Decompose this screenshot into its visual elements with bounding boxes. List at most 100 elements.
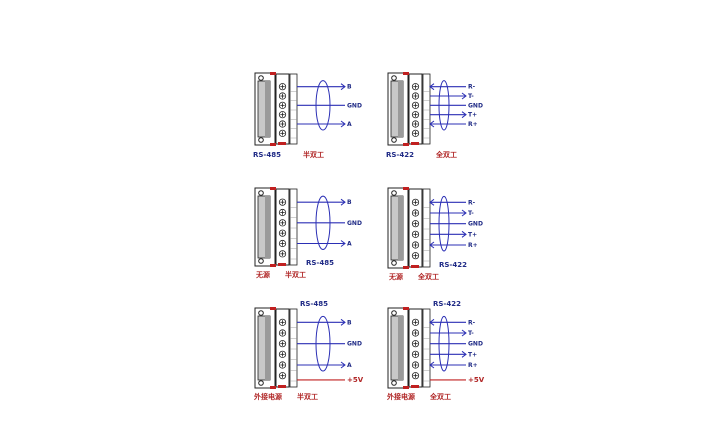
signal-label-gnd: GND [347,220,362,227]
connector-panel-p1: B GND A RS-485 半双工 [253,72,362,159]
red-indicator [403,72,409,75]
red-indicator [270,143,276,146]
red-indicator [278,142,286,145]
wire-arrow [461,350,467,358]
red-indicator [403,143,409,146]
signal-label-gnd: GND [468,102,483,109]
signal-label-b: B [347,84,352,91]
mount-hole-top [258,190,264,196]
red-indicator [270,386,276,389]
caption-standard: RS-485 [253,151,281,159]
connector-panel-p6: R-T-GNDT+R++5V外接电源全双工RS-422 [387,300,485,401]
caption-mode: 半双工 [285,270,306,279]
signal-label-5v: +5V [347,376,364,384]
connector-shade [398,316,403,380]
connector-shade [398,196,403,260]
caption-power: 外接电源 [254,392,282,401]
pin-label-strip [289,188,298,266]
signal-label-t: T- [468,93,474,100]
red-indicator [403,266,409,269]
signal-label-a: A [347,241,352,248]
wire-arrow [461,329,467,337]
mount-hole-bottom [258,137,264,143]
red-indicator [278,385,286,388]
signal-label-b: B [347,319,352,326]
mount-hole-bottom [391,260,397,266]
pin-label-strip [422,308,431,388]
caption-mode: 全双工 [435,150,457,159]
signal-label-r: R- [468,199,476,206]
pin-label-strip [289,308,298,388]
wire-arrow [340,198,346,206]
connector-shade [265,196,270,258]
wire-arrow [429,318,435,326]
red-indicator [411,385,419,388]
red-indicator [411,265,419,268]
signal-label-r: R- [468,319,476,326]
caption-power: 外接电源 [387,392,415,401]
red-indicator [403,386,409,389]
mount-hole-bottom [258,380,264,386]
red-indicator [270,307,276,310]
wire-arrow [340,240,346,247]
signal-label-t: T+ [468,112,477,119]
mount-hole-bottom [258,258,264,264]
red-indicator [270,72,276,75]
wire-arrow [429,241,435,249]
mount-hole-bottom [391,380,397,386]
caption-standard: RS-485 [300,300,328,308]
twisted-pair-loop [315,80,331,131]
signal-label-t: T- [468,210,474,217]
red-indicator [411,142,419,145]
caption-power: 无源 [388,272,403,281]
signal-label-t: T+ [468,231,477,238]
connector-shade [265,81,270,137]
connector-shade [265,316,270,380]
caption-mode: 半双工 [303,150,324,159]
red-indicator [403,187,409,190]
signal-label-t: T+ [468,351,477,358]
signal-label-a: A [347,121,352,128]
wire-arrow [340,120,346,128]
wire-arrow [340,318,346,326]
wire-arrow [461,230,467,238]
pin-label-strip [289,73,298,145]
connector-shade [398,81,403,137]
signal-label-r: R+ [468,242,478,249]
caption-mode: 半双工 [297,392,318,401]
wire-arrow [429,120,435,128]
signal-label-gnd: GND [468,341,483,348]
signal-label-t: T- [468,330,474,337]
twisted-pair-loop [315,315,331,372]
twisted-pair-loop [438,315,450,372]
wire-arrow [429,198,435,206]
red-indicator [278,263,286,266]
caption-standard: RS-422 [439,261,467,269]
red-indicator [403,307,409,310]
signal-label-r: R+ [468,362,478,369]
signal-label-5v: +5V [468,376,485,384]
wire-arrow [340,361,346,369]
signal-label-gnd: GND [468,221,483,228]
wire-arrow [461,92,467,100]
wire-arrow [461,209,467,217]
caption-standard: RS-422 [386,151,414,159]
wire-arrow [461,111,467,119]
mount-hole-top [391,75,397,81]
twisted-pair-loop [438,195,450,252]
caption-standard: RS-485 [306,259,334,267]
caption-mode: 全双工 [417,272,439,281]
red-indicator [270,264,276,267]
twisted-pair-loop [438,80,450,131]
signal-label-b: B [347,199,352,206]
mount-hole-bottom [391,137,397,143]
mount-hole-top [391,310,397,316]
signal-label-gnd: GND [347,102,362,109]
wire-arrow [429,83,435,91]
caption-power: 无源 [255,270,270,279]
signal-label-gnd: GND [347,341,362,348]
